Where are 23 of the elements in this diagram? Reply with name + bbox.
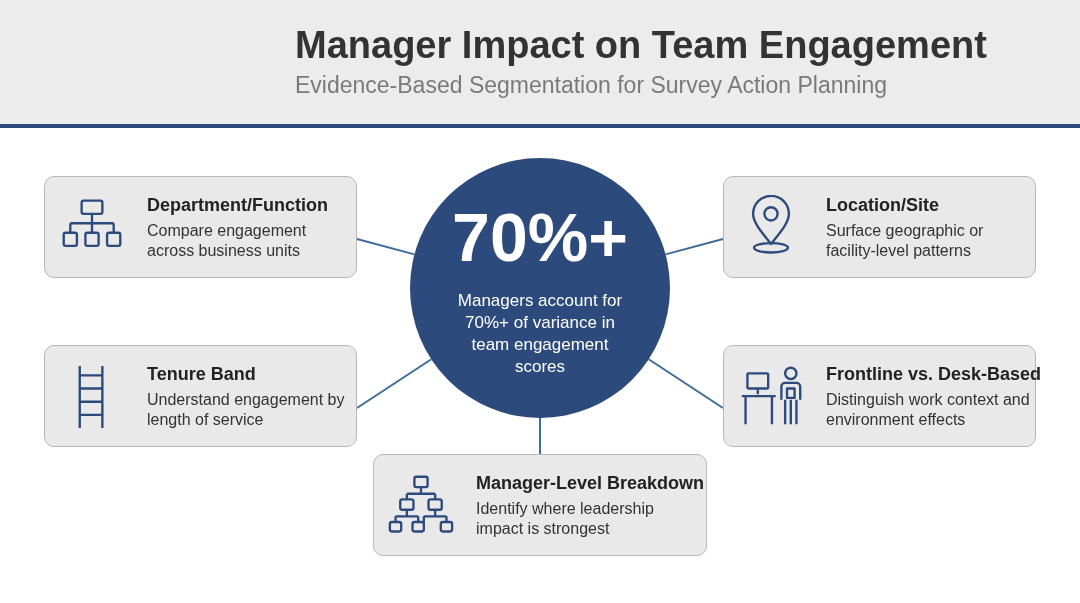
card-description: Identify where leadership impact is strongest — [476, 499, 655, 539]
segment-card — [44, 176, 357, 278]
connector-line — [647, 358, 724, 409]
subtitle: Evidence-Based Segmentation for Survey Action Planning — [295, 72, 887, 99]
connector-line — [356, 358, 433, 409]
card-heading: Location/Site — [826, 195, 939, 216]
card-heading: Department/Function — [147, 195, 328, 216]
segment-card — [44, 345, 357, 447]
card-description: Understand engagement by length of service — [147, 390, 346, 430]
segment-card — [373, 454, 707, 556]
card-description: Distinguish work context and environment effects — [826, 390, 1031, 430]
card-description: Surface geographic or facility-level patterns — [826, 221, 985, 261]
card-heading: Tenure Band — [147, 364, 256, 385]
segment-card — [723, 176, 1036, 278]
connector-line — [539, 417, 541, 455]
card-heading: Frontline vs. Desk-Based — [826, 364, 1042, 385]
card-description: Compare engagement across business units — [147, 221, 308, 261]
card-heading: Manager-Level Breakdown — [476, 473, 705, 494]
connector-line — [356, 238, 416, 256]
statistic-description: Managers account for 70%+ of variance in team engagement scores — [456, 290, 624, 378]
key-statistic: 70%+ — [451, 198, 629, 276]
title: Manager Impact on Team Engagement — [295, 24, 987, 67]
connector-line — [664, 238, 724, 256]
